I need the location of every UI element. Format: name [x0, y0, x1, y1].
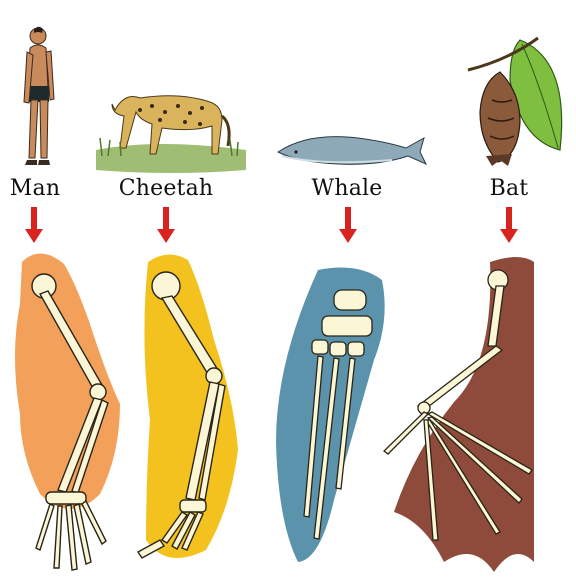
- whale-flipper-skeleton: [276, 268, 385, 562]
- bat-wing-skeleton: [384, 257, 534, 572]
- cheetah-leg-skeleton: [138, 254, 238, 558]
- bat-wing-silhouette: [394, 257, 534, 572]
- human-arm-skeleton: [15, 253, 120, 570]
